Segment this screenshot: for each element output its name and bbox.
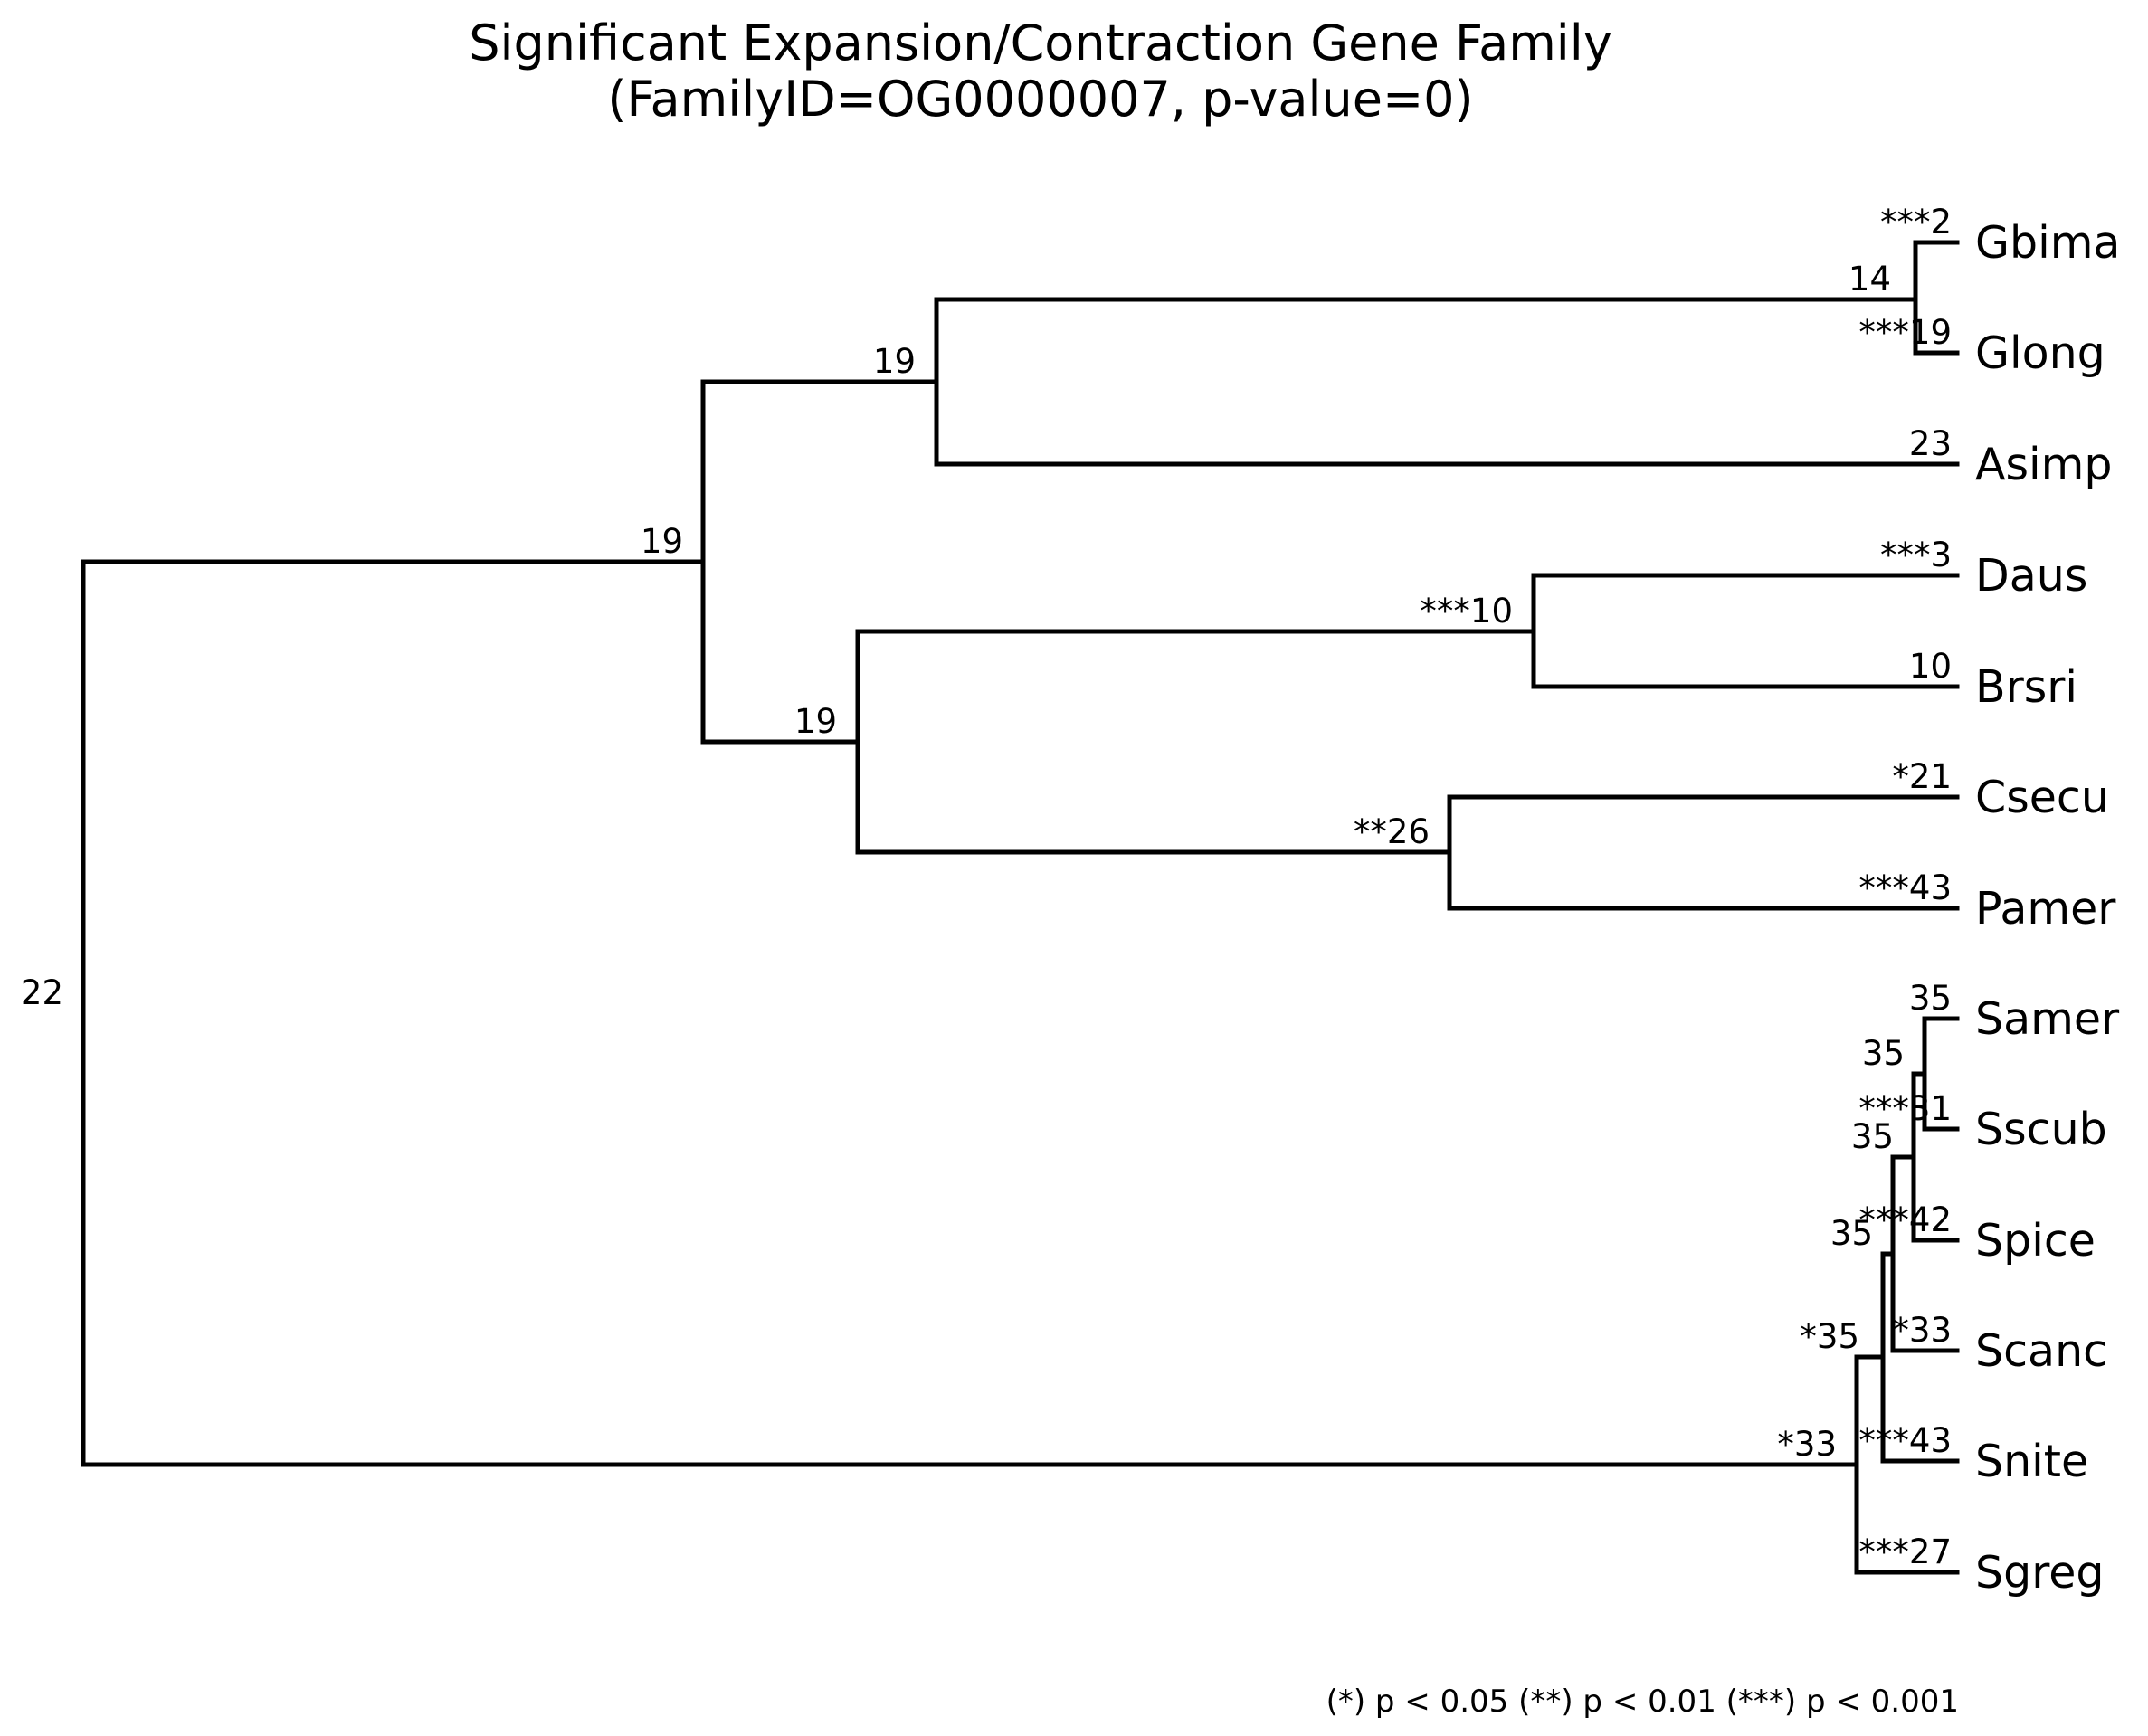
branch-node-gbima-asimp [700, 297, 939, 467]
node-label-samer-sscub: 35 [1862, 1034, 1905, 1073]
tip-count-csecu: *21 [1892, 757, 1952, 796]
tip-count-labels: ***2 ***19 23 ***3 10 *21 ***43 35 ***31… [1858, 203, 1952, 1571]
species-label-glong: Glong [1975, 327, 2105, 379]
species-label-gbima: Gbima [1975, 217, 2120, 269]
branch-node-gbima-glong [934, 240, 1918, 356]
tip-count-asimp: 23 [1909, 424, 1952, 463]
branch-node-daus-pamer [700, 629, 860, 855]
branch-node-samer-scanc [1880, 1154, 1896, 1353]
species-label-daus: Daus [1975, 550, 2087, 602]
node-label-root: 22 [21, 973, 63, 1012]
species-label-spice: Spice [1975, 1215, 2096, 1266]
species-label-snite: Snite [1975, 1436, 2088, 1487]
species-label-sscub: Sscub [1975, 1104, 2107, 1155]
branch-node-samer-snite [1854, 1251, 1886, 1464]
node-label-s-clade: *33 [1777, 1425, 1837, 1464]
tree-branches [81, 240, 1960, 1575]
branch-node-samer-spice [1890, 1071, 1916, 1243]
node-label-samer-snite: *35 [1800, 1317, 1859, 1356]
node-label-gbima-glong: 14 [1849, 260, 1891, 299]
tip-count-pamer: ***43 [1858, 868, 1952, 907]
node-label-samer-spice: 35 [1851, 1117, 1894, 1156]
species-label-samer: Samer [1975, 993, 2120, 1045]
node-label-samer-scanc: 35 [1830, 1214, 1873, 1253]
node-label-gbima-asimp: 19 [873, 342, 916, 381]
tip-count-scanc: *33 [1892, 1311, 1952, 1350]
tip-count-sscub: ***31 [1858, 1089, 1952, 1128]
branch-node-top-clade [81, 379, 706, 745]
species-label-scanc: Scanc [1975, 1325, 2107, 1377]
tip-count-sgreg: ***27 [1858, 1532, 1952, 1571]
branch-node-daus-brsri [855, 573, 1536, 689]
node-labels: 14 19 ***10 **26 19 19 35 35 35 *35 *33 … [21, 260, 1905, 1464]
tip-count-spice: ***42 [1858, 1200, 1952, 1239]
node-label-daus-brsri: ***10 [1420, 592, 1513, 631]
node-label-daus-pamer: 19 [794, 702, 837, 741]
tip-count-glong: ***19 [1858, 313, 1952, 352]
figure-title-line1: Significant Expansion/Contraction Gene F… [469, 14, 1612, 71]
node-label-top-clade: 19 [641, 522, 683, 561]
significance-legend: (*) p < 0.05 (**) p < 0.01 (***) p < 0.0… [1326, 1684, 1959, 1720]
species-label-sgreg: Sgreg [1975, 1547, 2105, 1598]
tip-count-daus: ***3 [1880, 536, 1952, 574]
tip-count-samer: 35 [1909, 979, 1952, 1018]
species-label-csecu: Csecu [1975, 772, 2109, 823]
node-label-csecu-pamer: **26 [1354, 812, 1430, 851]
tip-count-brsri: 10 [1909, 647, 1952, 686]
branch-node-s-clade [81, 1354, 1859, 1575]
figure-title-line2: (FamilyID=OG0000007, p-value=0) [607, 71, 1473, 128]
species-label-brsri: Brsri [1975, 661, 2077, 713]
species-label-pamer: Pamer [1975, 883, 2116, 934]
tip-count-gbima: ***2 [1880, 203, 1952, 242]
species-labels: Gbima Glong Asimp Daus Brsri Csecu Pamer… [1975, 217, 2120, 1598]
species-label-asimp: Asimp [1975, 439, 2113, 490]
branch-node-samer-sscub [1911, 1016, 1927, 1132]
tip-count-snite: ***43 [1858, 1421, 1952, 1460]
branch-node-csecu-pamer [855, 794, 1452, 911]
